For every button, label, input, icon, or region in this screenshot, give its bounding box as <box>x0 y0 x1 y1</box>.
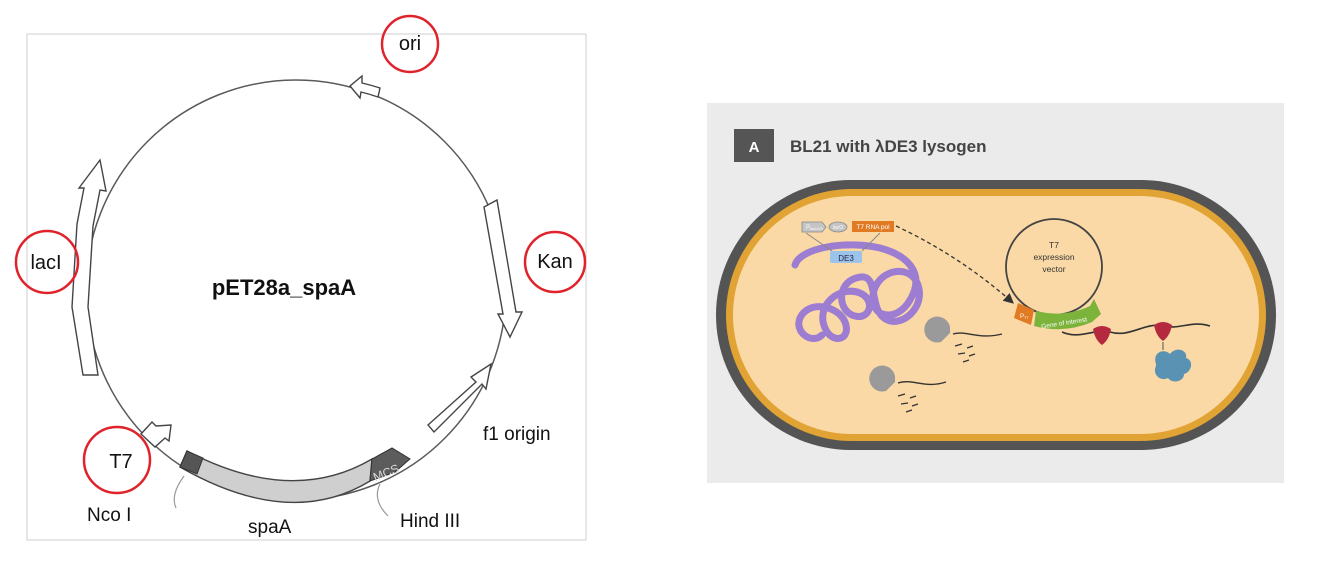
kan-arrow <box>483 198 524 339</box>
gene-of-interest <box>1034 299 1101 330</box>
lysogen-panel: A BL21 with λDE3 lysogen DE3 PlacUV5 lac… <box>707 103 1284 483</box>
laco-label: lacO <box>833 225 843 231</box>
ori-arrow <box>349 74 381 100</box>
hindiii-leader <box>376 483 389 517</box>
t7-rna-pol-gene <box>852 221 894 232</box>
insert-connector <box>805 232 881 252</box>
t7-label: T7 <box>109 451 132 473</box>
plasmid-name: pET28a_spaA <box>212 275 356 300</box>
kan-label: Kan <box>537 251 573 273</box>
pt7-label: PT7 <box>1020 314 1029 320</box>
ribosome-1 <box>1093 326 1111 345</box>
laco-operator <box>828 221 848 233</box>
t7-highlight <box>82 425 152 495</box>
cytoplasm <box>733 196 1259 434</box>
f1-origin-arrow <box>427 362 493 434</box>
de3-cassette: PlacUV5 lacO T7 RNA pol <box>801 221 894 233</box>
spaa-label: spaA <box>248 517 292 538</box>
vector-label-3: vector <box>1042 264 1065 274</box>
kan-highlight <box>523 230 587 294</box>
pt7-promoter <box>1014 303 1034 325</box>
panel-badge-letter: A <box>749 139 760 156</box>
de3-box <box>830 251 862 263</box>
de3-label: DE3 <box>838 254 854 263</box>
hindiii-label: Hind III <box>400 511 460 532</box>
mrna-strand <box>1061 323 1211 336</box>
ncoi-label: Nco I <box>87 505 131 526</box>
lacuv5-promoter <box>801 221 827 233</box>
plasmid-frame <box>26 33 587 541</box>
highlight-circles <box>14 14 587 495</box>
ribosome-2 <box>1154 322 1172 341</box>
t7-arrow <box>140 420 172 448</box>
vector-label-2: expression <box>1033 252 1074 262</box>
chromosome-dna <box>791 241 923 342</box>
plasmid-map: MCS pET28a_spaA ori Kan f1 origin lacI T… <box>14 14 587 541</box>
laci-label: lacI <box>30 252 61 274</box>
panel-title: BL21 with λDE3 lysogen <box>790 137 987 156</box>
t7-rna-pol-label: T7 RNA pol <box>856 224 890 231</box>
induction-arrow <box>895 225 1014 304</box>
laci-arrow <box>71 158 107 376</box>
expressed-protein <box>1154 349 1192 382</box>
laci-highlight <box>14 229 80 295</box>
lacuv5-label: PlacUV5 <box>806 225 824 231</box>
ori-highlight <box>380 14 440 74</box>
rnase-1 <box>924 316 1003 363</box>
ncoi-leader <box>173 475 185 509</box>
rnase-2 <box>869 365 947 413</box>
vector-label-1: T7 <box>1049 240 1059 250</box>
f1-origin-label: f1 origin <box>483 424 551 445</box>
panel-badge <box>734 129 774 162</box>
ori-label: ori <box>399 33 421 55</box>
